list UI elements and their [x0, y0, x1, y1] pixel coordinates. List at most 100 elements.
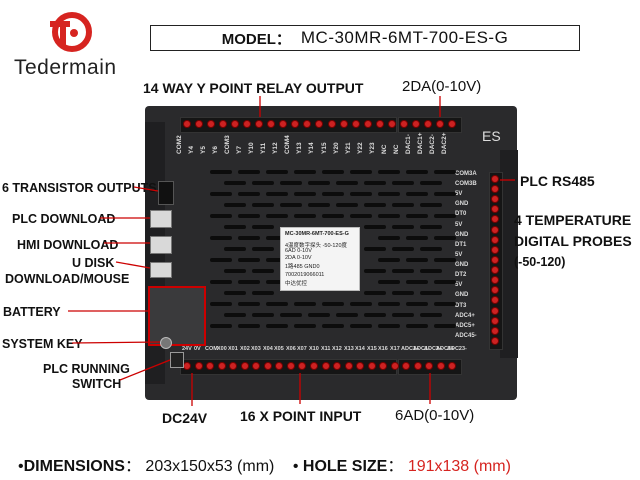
pin-label: Y13	[296, 142, 303, 154]
pin-label: DAC2+	[441, 132, 448, 155]
brand-block: Tedermain	[14, 10, 144, 80]
pin-label: COM2	[176, 135, 183, 154]
vent-slot	[266, 258, 288, 262]
product-label: MC-30MR-6MT-700-ES-G 4温度数字探头 -50-120度 6A…	[280, 227, 360, 291]
vent-slot	[420, 269, 442, 273]
vent-slot	[336, 181, 358, 185]
vent-slot	[224, 247, 246, 251]
vent-slot	[350, 302, 372, 306]
terminal-screw	[275, 362, 283, 370]
vent-slot	[238, 236, 260, 240]
terminal-screw	[414, 362, 422, 370]
vent-slot	[322, 192, 344, 196]
terminal-screw	[491, 215, 499, 223]
vent-slot	[406, 170, 428, 174]
pin-label: COM3	[224, 135, 231, 154]
vent-slot	[364, 269, 386, 273]
vent-slot	[378, 236, 400, 240]
vent-slot	[266, 280, 288, 284]
terminal-screw	[322, 362, 330, 370]
vent-slot	[420, 247, 442, 251]
pin-label: COM3A	[455, 171, 477, 177]
hole-size-colon: ：	[387, 458, 404, 475]
pin-label: X07	[297, 346, 307, 352]
pin-label: X13	[344, 346, 354, 352]
vent-slot	[350, 192, 372, 196]
terminal-screw	[333, 362, 341, 370]
vent-slot	[392, 313, 414, 317]
vent-slot	[294, 302, 316, 306]
vent-slot	[294, 324, 316, 328]
callout-udisk: U DISK	[72, 256, 115, 270]
terminal-screw	[437, 362, 445, 370]
vent-slot	[364, 313, 386, 317]
vent-slot	[434, 302, 456, 306]
vent-slot	[406, 302, 428, 306]
pin-label: Y6	[212, 146, 219, 154]
pin-label: DT0	[455, 211, 467, 217]
terminal-screw	[436, 120, 444, 128]
vent-slot	[434, 258, 456, 262]
top-screw-row	[183, 120, 460, 128]
vent-slot	[406, 280, 428, 284]
pin-label: ADC23-	[447, 346, 467, 352]
vent-slot	[392, 203, 414, 207]
callout-plc-download: PLC DOWNLOAD	[12, 212, 116, 226]
pin-label: X06	[286, 346, 296, 352]
vent-slot	[434, 214, 456, 218]
callout-transistor: 6 TRANSISTOR OUTPUTS	[2, 181, 157, 195]
vent-slot	[224, 225, 246, 229]
vent-slot	[378, 258, 400, 262]
system-key-button[interactable]	[160, 337, 172, 349]
terminal-screw	[183, 362, 191, 370]
vent-slot	[252, 203, 274, 207]
tedermain-logo-icon	[50, 12, 92, 52]
pin-label: 5V	[455, 282, 463, 288]
terminal-screw	[491, 327, 499, 335]
model-value: MC-30MR-6MT-700-ES-G	[300, 28, 509, 47]
pin-label: ADC2+	[424, 346, 443, 352]
bottom-screw-row	[183, 362, 460, 370]
terminal-screw	[291, 120, 299, 128]
callout-x-input: 16 X POINT INPUT	[240, 408, 362, 424]
transistor-terminal	[158, 181, 174, 205]
pin-label: 0V	[194, 346, 201, 352]
callout-battery: BATTERY	[3, 305, 61, 319]
vent-slot	[294, 214, 316, 218]
callout-rs485: PLC RS485	[520, 173, 595, 189]
terminal-screw	[412, 120, 420, 128]
vent-slot	[280, 203, 302, 207]
vent-slot	[308, 203, 330, 207]
terminal-screw	[491, 296, 499, 304]
terminal-screw	[491, 337, 499, 345]
terminal-screw	[310, 362, 318, 370]
terminal-screw	[491, 226, 499, 234]
terminal-screw	[243, 120, 251, 128]
pin-label: Y14	[308, 142, 315, 154]
vent-slot	[210, 280, 232, 284]
sticker-maker: 中达优控	[285, 281, 308, 287]
hole-size-value: 191x138 (mm)	[407, 458, 511, 475]
vent-slot	[378, 280, 400, 284]
vent-slot	[238, 170, 260, 174]
usb-b-port-hmi[interactable]	[150, 236, 172, 254]
vent-slot	[350, 324, 372, 328]
vent-slot	[210, 236, 232, 240]
vent-slot	[434, 170, 456, 174]
callout-analog-in: 6AD(0-10V)	[395, 407, 475, 424]
callout-hmi-download: HMI DOWNLOAD	[17, 238, 119, 252]
terminal-screw	[287, 362, 295, 370]
terminal-screw	[448, 120, 456, 128]
vent-slot	[238, 258, 260, 262]
pin-label: DAC1-	[405, 134, 412, 154]
pin-label: 24V	[182, 346, 192, 352]
vent-slot	[420, 291, 442, 295]
es-mark: ES	[482, 128, 501, 144]
vent-slot	[308, 181, 330, 185]
vent-slot	[378, 302, 400, 306]
run-stop-switch[interactable]	[170, 352, 184, 368]
usb-a-port[interactable]	[150, 262, 172, 278]
vent-slot	[210, 214, 232, 218]
usb-b-port-plc[interactable]	[150, 210, 172, 228]
